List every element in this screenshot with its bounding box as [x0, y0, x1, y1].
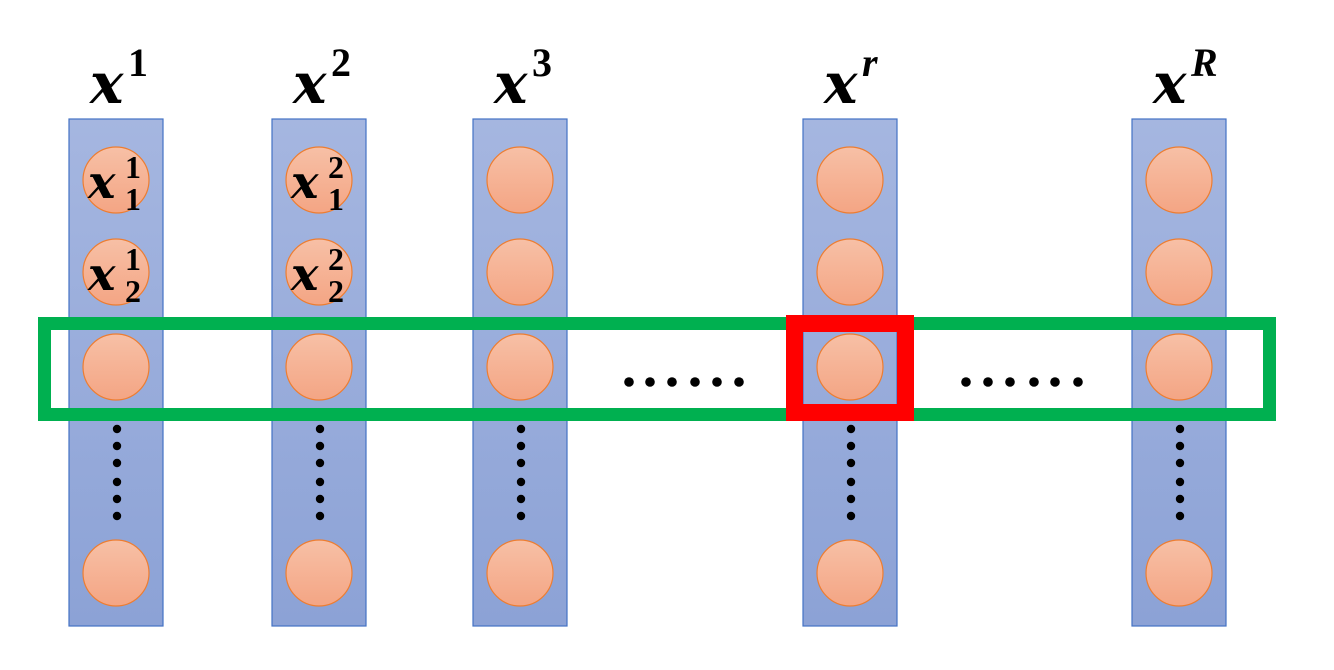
- node-label-sub: 1: [125, 181, 141, 217]
- vertical-ellipsis-dot: [315, 441, 325, 451]
- node-x3-1: [486, 146, 554, 214]
- node-x1-2: [82, 238, 150, 306]
- node-xR-last: [1145, 539, 1213, 607]
- column-superscript-xR: R: [1190, 40, 1218, 85]
- node-xR-2: [1145, 238, 1213, 306]
- column-label-x1: x: [89, 51, 124, 117]
- node-x2-2: [285, 238, 353, 306]
- highlight-cell-box: [786, 315, 914, 421]
- vertical-ellipsis-dot: [1175, 511, 1185, 521]
- node-xr-3: [816, 333, 884, 401]
- vertical-ellipsis-dot: [516, 477, 526, 487]
- node-x2-last: [285, 539, 353, 607]
- node-label-sub: 2: [328, 273, 344, 309]
- column-label-x3: x: [493, 51, 528, 117]
- vertical-ellipsis-dot: [1175, 458, 1185, 468]
- ellipsis-dot: [961, 377, 971, 387]
- node-x1-1: [82, 146, 150, 214]
- node-xR-3: [1145, 333, 1213, 401]
- vertical-ellipsis-dot: [846, 424, 856, 434]
- node-x3-3: [486, 333, 554, 401]
- node-label-sub: 1: [328, 181, 344, 217]
- ellipsis-dot: [983, 377, 993, 387]
- vertical-ellipsis-dot: [315, 458, 325, 468]
- node-label-x1-1: x: [87, 155, 116, 209]
- vertical-ellipsis-dot: [846, 511, 856, 521]
- node-label-x2-2: x: [290, 247, 319, 301]
- vertical-ellipsis-dot: [1175, 477, 1185, 487]
- vertical-ellipsis-dot: [112, 424, 122, 434]
- vertical-ellipsis-dot: [846, 494, 856, 504]
- column-x1: [68, 118, 164, 627]
- vertical-ellipsis-dot: [112, 458, 122, 468]
- column-label-xR: x: [1152, 51, 1187, 117]
- node-xR-1: [1145, 146, 1213, 214]
- vertical-ellipsis-dot: [516, 511, 526, 521]
- vertical-ellipsis-dot: [516, 458, 526, 468]
- vertical-ellipsis-dot: [315, 494, 325, 504]
- node-x2-3: [285, 333, 353, 401]
- node-label-sup: 1: [125, 149, 141, 185]
- vertical-ellipsis-dot: [1175, 494, 1185, 504]
- column-label-x2: x: [292, 51, 327, 117]
- column-superscript-x2: 2: [331, 40, 351, 85]
- vertical-ellipsis-dot: [315, 477, 325, 487]
- column-x2: [271, 118, 367, 627]
- ellipsis-dot: [712, 377, 722, 387]
- node-label-x1-2: x: [87, 247, 116, 301]
- ellipsis-dot: [1050, 377, 1060, 387]
- ellipsis-dot: [667, 377, 677, 387]
- ellipsis-dot: [1005, 377, 1015, 387]
- ellipsis-dot: [645, 377, 655, 387]
- vertical-ellipsis-dot: [315, 424, 325, 434]
- node-xr-2: [816, 238, 884, 306]
- column-xR: [1131, 118, 1227, 627]
- node-label-sup: 1: [125, 241, 141, 277]
- node-label-sup: 2: [328, 149, 344, 185]
- node-x3-2: [486, 238, 554, 306]
- ellipsis-dot: [734, 377, 744, 387]
- ellipsis-dot: [690, 377, 700, 387]
- ellipsis-dot: [624, 377, 634, 387]
- column-xr: [802, 118, 898, 627]
- vertical-ellipsis-dot: [516, 441, 526, 451]
- node-xr-last: [816, 539, 884, 607]
- vertical-ellipsis-dot: [112, 441, 122, 451]
- node-label-sub: 2: [125, 273, 141, 309]
- node-x3-last: [486, 539, 554, 607]
- horizontal-ellipsis-x3-xr: [624, 377, 744, 387]
- vertical-ellipsis-dot: [516, 424, 526, 434]
- vertical-ellipsis-dot: [315, 511, 325, 521]
- vertical-ellipsis-dot: [1175, 424, 1185, 434]
- vertical-ellipsis-dot: [1175, 441, 1185, 451]
- vertical-ellipsis-dot: [516, 494, 526, 504]
- horizontal-ellipsis-xr-xR: [961, 377, 1083, 387]
- node-label-sup: 2: [328, 241, 344, 277]
- vertical-ellipsis-dot: [846, 477, 856, 487]
- ellipsis-dot: [1073, 377, 1083, 387]
- node-xr-1: [816, 146, 884, 214]
- column-superscript-xr: r: [862, 40, 878, 85]
- node-x2-1: [285, 146, 353, 214]
- highlight-row-box: [38, 317, 1276, 421]
- vertical-ellipsis-dot: [846, 458, 856, 468]
- vertical-ellipsis-dot: [112, 494, 122, 504]
- column-x3: [472, 118, 568, 627]
- node-x1-last: [82, 539, 150, 607]
- ellipsis-dot: [1029, 377, 1039, 387]
- column-superscript-x3: 3: [532, 40, 552, 85]
- vertical-ellipsis-dot: [112, 511, 122, 521]
- node-x1-3: [82, 333, 150, 401]
- vertical-ellipsis-dot: [112, 477, 122, 487]
- node-label-x2-1: x: [290, 155, 319, 209]
- column-label-xr: x: [823, 51, 858, 117]
- vertical-ellipsis-dot: [846, 441, 856, 451]
- column-superscript-x1: 1: [128, 40, 148, 85]
